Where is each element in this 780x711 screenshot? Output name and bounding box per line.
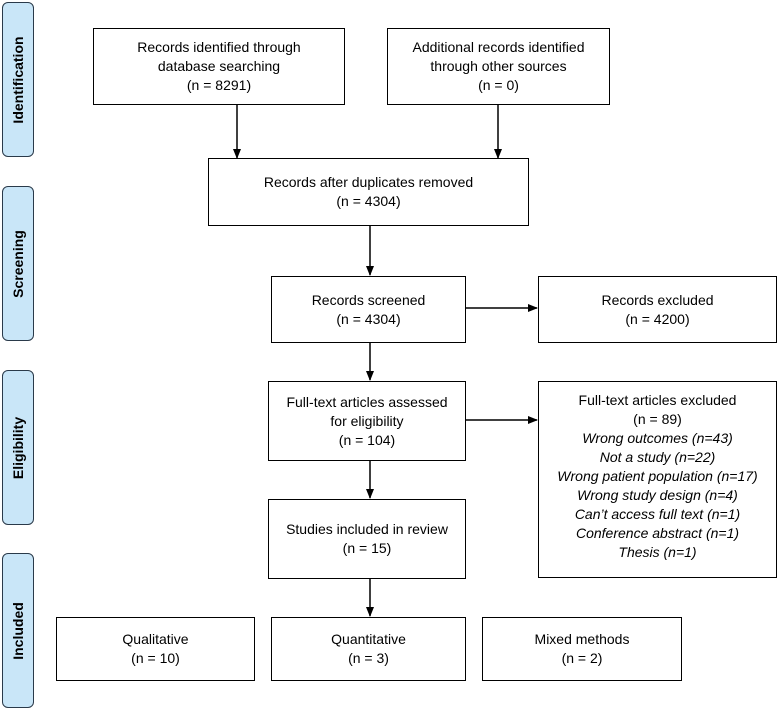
database-line1: Records identified through [137,39,301,55]
included-line1: Studies included in review [286,521,448,537]
fulltext-excluded-title: Full-text articles excluded [578,392,737,408]
qualitative-count: (n = 10) [131,650,180,666]
box-qualitative: Qualitative (n = 10) [56,617,255,681]
phase-identification: Identification [2,2,34,157]
box-fulltext-assessed: Full-text articles assessed for eligibil… [268,381,466,461]
exclusion-reason: Can’t access full text (n=1) [574,506,741,522]
exclusion-reason: Thesis (n=1) [618,544,697,560]
box-other-records: Additional records identified through ot… [387,28,610,105]
fulltext-line1: Full-text articles assessed [286,393,448,410]
exclusion-reason: Wrong outcomes (n=43) [582,430,733,446]
box-database-records: Records identified through database sear… [93,28,345,105]
database-count: (n = 8291) [186,77,252,93]
other-line1: Additional records identified [412,39,585,55]
fulltext-line2: for eligibility [330,412,404,429]
phase-included: Included [2,553,34,708]
box-quantitative: Quantitative (n = 3) [271,617,466,681]
exclusion-reason: Conference abstract (n=1) [575,525,740,541]
box-fulltext-excluded: Full-text articles excluded (n = 89) Wro… [538,381,777,578]
duplicates-count: (n = 4304) [336,193,401,209]
box-mixed-methods: Mixed methods (n = 2) [482,617,682,681]
box-records-excluded: Records excluded (n = 4200) [538,276,777,343]
mixed-count: (n = 2) [561,650,603,666]
exclusion-reason: Not a study (n=22) [599,449,716,465]
quantitative-count: (n = 3) [348,650,389,666]
box-studies-included: Studies included in review (n = 15) [268,499,466,579]
fulltext-count: (n = 104) [338,431,396,448]
duplicates-line1: Records after duplicates removed [263,174,474,190]
phase-screening: Screening [2,186,34,341]
mixed-label: Mixed methods [534,631,630,647]
qualitative-label: Qualitative [122,631,189,647]
other-line2: through other sources [430,58,567,74]
quantitative-label: Quantitative [331,631,406,647]
box-after-duplicates: Records after duplicates removed (n = 43… [208,158,529,226]
box-records-screened: Records screened (n = 4304) [271,276,466,343]
phase-eligibility: Eligibility [2,370,34,525]
included-count: (n = 15) [342,540,392,556]
exclusion-reason: Wrong study design (n=4) [577,487,738,503]
screened-line1: Records screened [311,291,426,308]
excluded-count: (n = 4200) [625,310,690,327]
screened-count: (n = 4304) [336,310,401,327]
exclusion-reason: Wrong patient population (n=17) [557,468,758,484]
fulltext-excluded-count: (n = 89) [633,411,682,427]
excluded-line1: Records excluded [601,291,714,308]
other-count: (n = 0) [478,77,519,93]
database-line2: database searching [157,58,281,74]
